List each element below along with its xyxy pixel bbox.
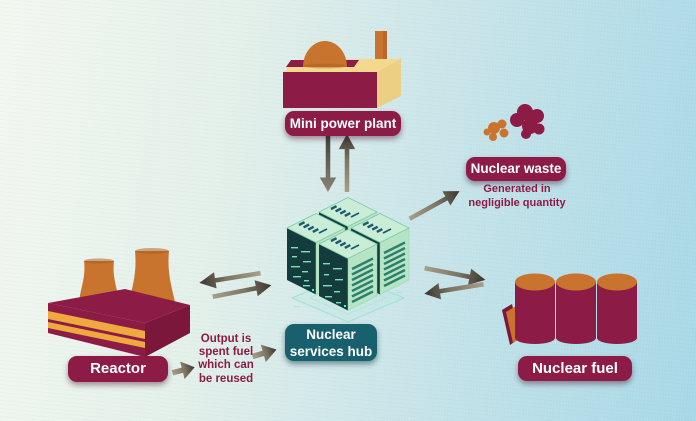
nuclear-waste-label: Nuclear waste bbox=[466, 157, 566, 181]
mini-power-plant-label: Mini power plant bbox=[285, 111, 401, 136]
reactor-label: Reactor bbox=[68, 356, 168, 382]
hub-to-waste-arrow bbox=[408, 191, 460, 221]
hub-to-reactor-arrow bbox=[199, 270, 261, 289]
reactor-to-hub-arrow bbox=[212, 280, 272, 299]
nuclear-services-hub-label: Nuclear services hub bbox=[285, 324, 377, 361]
spent-fuel-note: Output is spent fuel which can be reused bbox=[198, 333, 254, 385]
nuclear-waste-note: Generated in negligible quantity bbox=[468, 183, 566, 209]
fuel-barrels-icon bbox=[502, 273, 637, 345]
nuclear-fuel-label: Nuclear fuel bbox=[518, 356, 632, 381]
hub-to-fuel-arrow bbox=[424, 265, 486, 285]
note-to-hub-arrow bbox=[251, 344, 277, 363]
power-plant-building-icon bbox=[283, 31, 401, 108]
hub-to-plant-arrow bbox=[338, 134, 356, 192]
reactor-to-note-arrow bbox=[171, 361, 195, 380]
server-racks-icon bbox=[286, 197, 410, 323]
fuel-to-hub-arrow bbox=[424, 282, 484, 300]
waste-blobs-icon bbox=[483, 104, 545, 141]
reactor-cooling-towers-icon bbox=[48, 248, 190, 357]
plant-to-hub-arrow bbox=[319, 136, 337, 192]
